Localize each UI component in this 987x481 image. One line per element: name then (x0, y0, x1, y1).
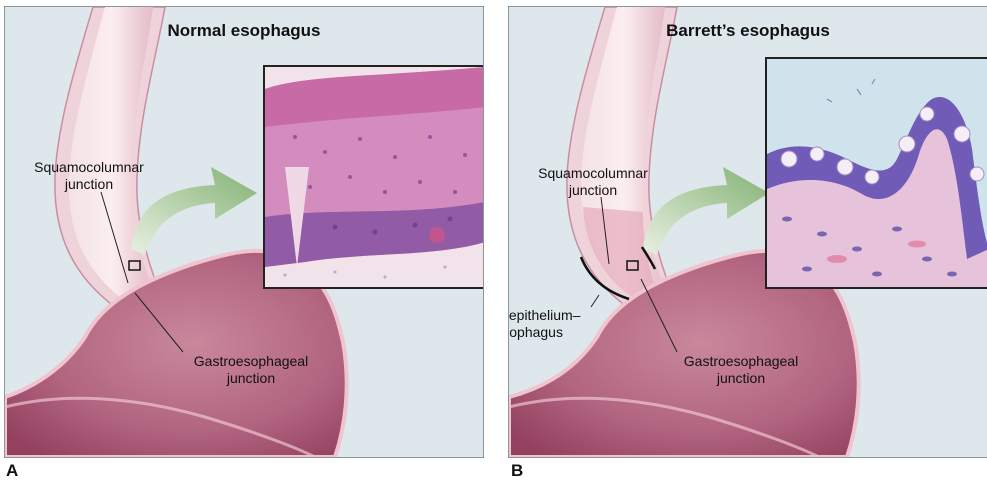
label-line: Gastroesophageal (671, 353, 811, 370)
panel-normal-esophagus: Normal esophagus Squamocolumnar junction… (4, 6, 484, 458)
label-line: junction (181, 370, 321, 387)
label-line: junction (19, 176, 159, 193)
label-line: lined esophagus (508, 324, 605, 341)
panel-b-title: Barrett’s esophagus (509, 21, 987, 41)
label-line: Columnar-epithelium– (508, 307, 605, 324)
squamous-epithelium-micrograph (263, 65, 484, 289)
label-line: Squamocolumnar (523, 165, 663, 182)
panel-a-letter: A (6, 461, 18, 481)
columnar-epithelium-micrograph (765, 57, 987, 289)
squamocolumnar-junction-label: Squamocolumnar junction (19, 159, 159, 193)
label-line: Squamocolumnar (19, 159, 159, 176)
micrograph-a-art (265, 67, 484, 287)
panel-a-title: Normal esophagus (5, 21, 483, 41)
label-line: junction (523, 182, 663, 199)
gastroesophageal-junction-label: Gastroesophageal junction (181, 353, 321, 387)
gastroesophageal-junction-label: Gastroesophageal junction (671, 353, 811, 387)
label-line: junction (671, 370, 811, 387)
squamocolumnar-junction-label: Squamocolumnar junction (523, 165, 663, 199)
panel-barretts-esophagus: Barrett’s esophagus Squamocolumnar junct… (508, 6, 987, 458)
micrograph-b-art (767, 59, 987, 287)
label-line: Gastroesophageal (181, 353, 321, 370)
panel-b-letter: B (511, 461, 523, 481)
columnar-epithelium-lined-esophagus-label: Columnar-epithelium– lined esophagus (508, 307, 605, 341)
